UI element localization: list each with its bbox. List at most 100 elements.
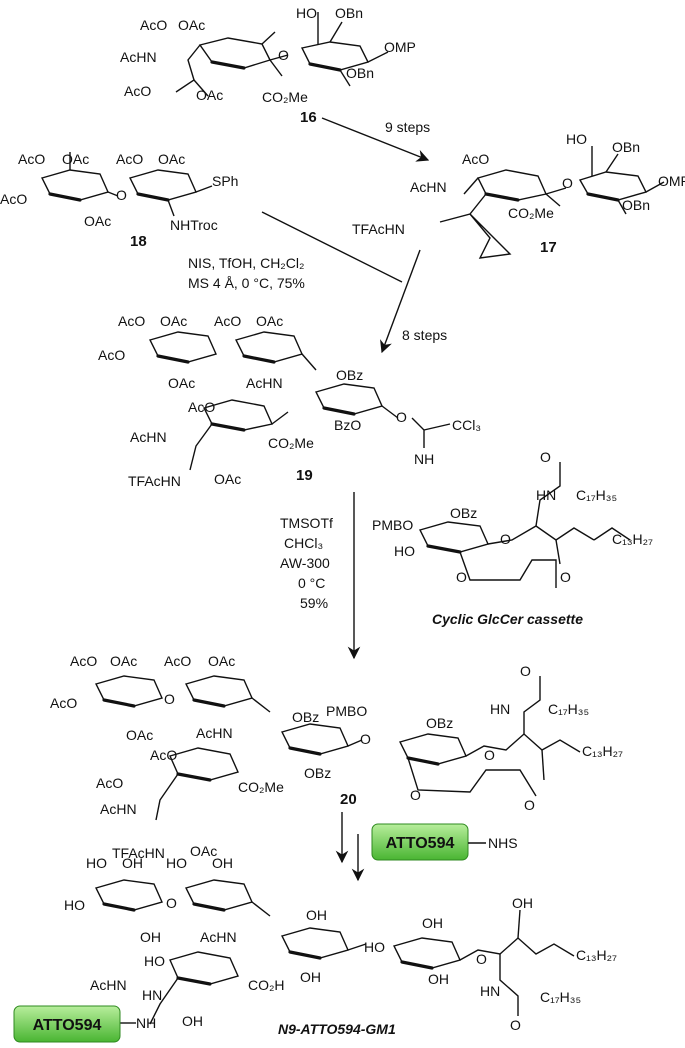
label-hn: HN xyxy=(142,987,162,1003)
label-ho: HO xyxy=(566,131,587,147)
label-c13h27: C₁₃H₂₇ xyxy=(582,743,623,759)
label-c13h27: C₁₃H₂₇ xyxy=(612,531,653,547)
compound-label-19: 19 xyxy=(296,467,313,484)
label-oh: OH xyxy=(212,855,233,871)
label-c17h35: C₁₇H₃₅ xyxy=(576,487,617,503)
label-obz: OBz xyxy=(336,367,363,383)
label-o: O xyxy=(484,747,495,763)
compound-label-17: 17 xyxy=(540,239,557,256)
atto594-nhs-reagent: ATTO594 NHS xyxy=(371,823,518,861)
label-oh: OH xyxy=(512,895,533,911)
label-achn: AcHN xyxy=(246,375,283,391)
label-achn: AcHN xyxy=(196,725,233,741)
label-oh: OH xyxy=(300,969,321,985)
compound-label-20: 20 xyxy=(340,791,357,808)
atto594-tag-label: ATTO594 xyxy=(386,835,455,852)
atto594-tag xyxy=(371,823,469,861)
label-ho: HO xyxy=(86,855,107,871)
label-oac: OAc xyxy=(158,151,185,167)
condition-glyco2-b: CHCl₃ xyxy=(284,535,323,551)
compound-n9-atto594-gm1: HO OH HO OH HO OH O AcHN OH OH HO OH OH … xyxy=(13,855,617,1043)
compound-20: AcO OAc AcO OAc AcO OAc O AcHN OBz PMBO … xyxy=(50,653,623,861)
label-sph: SPh xyxy=(212,173,238,189)
label-obz: OBz xyxy=(292,709,319,725)
label-oh: OH xyxy=(182,1013,203,1029)
label-o: O xyxy=(166,895,177,911)
label-ho: HO xyxy=(166,855,187,871)
label-nh: NH xyxy=(414,451,434,467)
condition-9-steps: 9 steps xyxy=(385,119,430,135)
label-obn: OBn xyxy=(335,5,363,21)
label-obz: OBz xyxy=(450,505,477,521)
label-aco: AcO xyxy=(70,653,97,669)
label-achn: AcHN xyxy=(410,179,447,195)
label-o: O xyxy=(410,787,421,803)
label-omp: OMP xyxy=(384,39,416,55)
label-ccl3: CCl₃ xyxy=(452,417,481,433)
label-achn: AcHN xyxy=(100,801,137,817)
label-o: O xyxy=(164,691,175,707)
label-aco: AcO xyxy=(214,313,241,329)
label-hn: HN xyxy=(490,701,510,717)
condition-glyco2-a: TMSOTf xyxy=(280,515,333,531)
label-achn: AcHN xyxy=(130,429,167,445)
label-co2h: CO₂H xyxy=(248,977,285,993)
compound-16: AcO OAc AcHN AcO OAc CO₂Me O HO OBn OMP … xyxy=(120,5,416,126)
label-tfachn: TFAcHN xyxy=(128,473,181,489)
label-omp: OMP xyxy=(658,173,685,189)
label-obn: OBn xyxy=(622,197,650,213)
label-o: O xyxy=(476,951,487,967)
label-aco: AcO xyxy=(116,151,143,167)
label-aco: AcO xyxy=(462,151,489,167)
label-c17h35: C₁₇H₃₅ xyxy=(548,701,589,717)
label-pmbo: PMBO xyxy=(372,517,413,533)
label-aco: AcO xyxy=(188,399,215,415)
label-achn: AcHN xyxy=(120,49,157,65)
label-pmbo: PMBO xyxy=(326,703,367,719)
compound-17: AcO AcHN TFAcHN CO₂Me O HO OBn OMP OBn 1… xyxy=(352,131,685,259)
label-nhtroc: NHTroc xyxy=(170,217,218,233)
label-oh: OH xyxy=(422,915,443,931)
label-obz: OBz xyxy=(304,765,331,781)
label-hn: HN xyxy=(480,983,500,999)
label-oac: OAc xyxy=(160,313,187,329)
label-o: O xyxy=(278,47,289,63)
arrow-16-to-17 xyxy=(321,117,430,162)
label-ho: HO xyxy=(64,897,85,913)
label-oac: OAc xyxy=(208,653,235,669)
label-o: O xyxy=(520,663,531,679)
label-oh: OH xyxy=(122,855,143,871)
label-o: O xyxy=(456,569,467,585)
label-nh: NH xyxy=(136,1015,156,1031)
label-c17h35: C₁₇H₃₅ xyxy=(540,989,581,1005)
label-hn: HN xyxy=(536,487,556,503)
label-o: O xyxy=(540,449,551,465)
label-oac: OAc xyxy=(84,213,111,229)
condition-8-steps: 8 steps xyxy=(402,327,447,343)
label-co2me: CO₂Me xyxy=(238,779,284,795)
label-aco: AcO xyxy=(118,313,145,329)
compound-label-16: 16 xyxy=(300,109,317,126)
compound-label-18: 18 xyxy=(130,233,147,250)
label-co2me: CO₂Me xyxy=(508,205,554,221)
cyclic-glccer-cassette: O HN C₁₇H₃₅ OBz PMBO HO O C₁₃H₂₇ O O Cyc… xyxy=(372,449,653,627)
atto594-tag xyxy=(13,1005,121,1043)
arrow-17-to-19 xyxy=(380,249,421,354)
label-obz: OBz xyxy=(426,715,453,731)
label-achn: AcHN xyxy=(90,977,127,993)
label-aco: AcO xyxy=(50,695,77,711)
label-aco: AcO xyxy=(0,191,27,207)
label-tfachn: TFAcHN xyxy=(352,221,405,237)
label-oac: OAc xyxy=(110,653,137,669)
label-obn: OBn xyxy=(612,139,640,155)
label-o: O xyxy=(524,797,535,813)
label-oac: OAc xyxy=(178,17,205,33)
label-obn: OBn xyxy=(346,65,374,81)
label-oac: OAc xyxy=(190,843,217,859)
condition-glyco1-b: MS 4 Å, 0 °C, 75% xyxy=(188,275,305,291)
cassette-caption: Cyclic GlcCer cassette xyxy=(432,611,583,627)
label-tfachn: TFAcHN xyxy=(112,845,165,861)
label-ho: HO xyxy=(296,5,317,21)
label-oac: OAc xyxy=(196,87,223,103)
